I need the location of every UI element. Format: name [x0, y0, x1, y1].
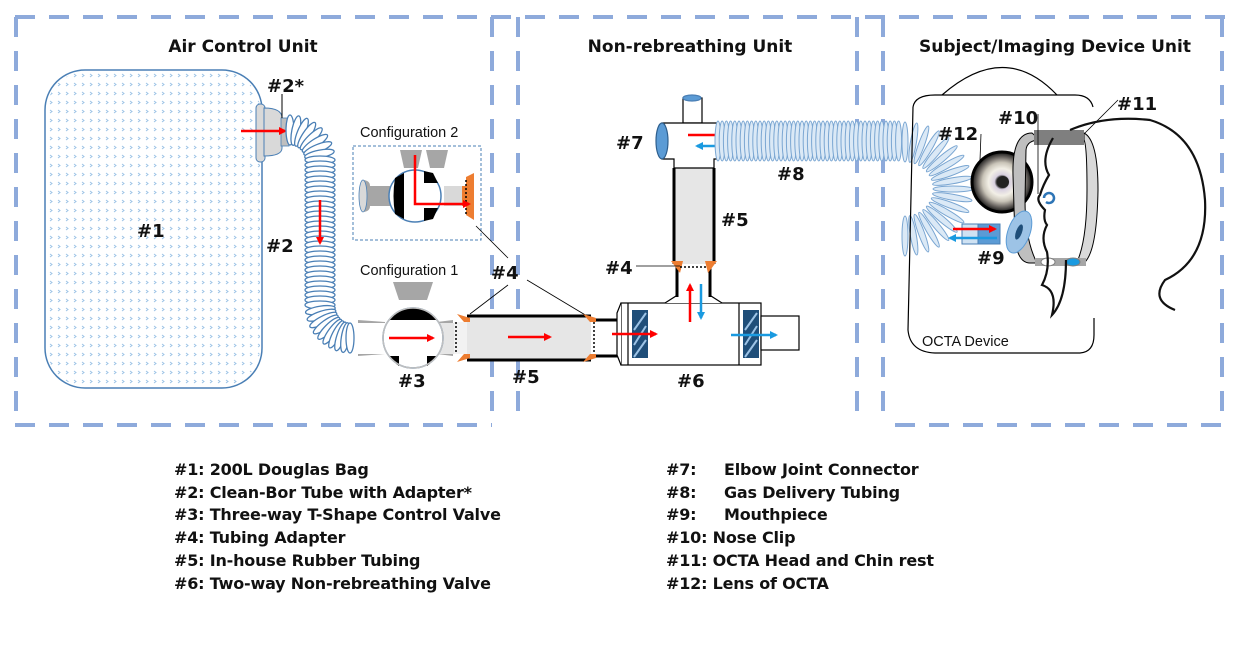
callout-5b: #5 [721, 210, 749, 231]
configuration-2-inset [352, 145, 482, 241]
tube-ring [930, 165, 970, 181]
tube-ring [928, 201, 965, 224]
octa-lens-center [997, 176, 1009, 188]
octa-device [907, 67, 1095, 354]
legend-item: #6: Two-way Non-rebreathing Valve [174, 573, 491, 593]
legend-item: #3: Three-way T-Shape Control Valve [174, 505, 501, 525]
tube-ring [930, 197, 970, 213]
configuration-2-label: Configuration 2 [360, 125, 458, 141]
tube-ring [908, 122, 919, 163]
legend-item: #12: Lens of OCTA [666, 573, 829, 593]
tube-ring [913, 213, 930, 253]
tube-ring [932, 185, 974, 193]
configuration-2-valve [358, 150, 474, 223]
bag-adapter [255, 103, 290, 163]
tube-ring [901, 121, 909, 163]
tube-ring [928, 154, 965, 177]
callout-12: #12 [938, 124, 978, 145]
rubber-tubing-vertical [671, 167, 717, 298]
callout-7: #7 [616, 133, 644, 154]
legend-item: #10: Nose Clip [666, 528, 796, 548]
tube-ring [345, 322, 355, 354]
callout-2: #2 [266, 236, 294, 257]
air-control-unit-title: Air Control Unit [168, 37, 317, 57]
gas-delivery-tubing [714, 120, 974, 257]
clean-bor-tube [285, 114, 355, 354]
callout-4a-leader-1 [475, 225, 509, 259]
callout-8: #8 [777, 164, 805, 185]
tube-ring [932, 192, 973, 203]
callout-11-leader [1083, 99, 1119, 135]
tube-ring [925, 205, 958, 233]
tube-ring [901, 215, 909, 257]
legend-item: #9:Mouthpiece [666, 505, 828, 525]
octa-device-label: OCTA Device [922, 334, 1009, 350]
tube-ring [913, 125, 930, 165]
tube-ring [918, 211, 940, 248]
callout-1: #1 [137, 221, 165, 242]
subject-imaging-unit-title: Subject/Imaging Device Unit [919, 37, 1191, 57]
legend-item: #1: 200L Douglas Bag [174, 460, 369, 479]
elbow-joint-connector [655, 94, 718, 169]
callout-4a-leader-2 [469, 284, 509, 315]
callout-4a-leader-3 [526, 279, 588, 317]
tube-ring [925, 145, 958, 173]
callout-10: #10 [998, 108, 1038, 129]
subject-head-profile [1037, 117, 1207, 319]
callout-2a: #2* [267, 76, 305, 97]
non-rebreathing-valve [616, 295, 800, 366]
legend-left: #1: 200L Douglas Bag #2: Clean-Bor Tube … [174, 459, 501, 595]
callout-3: #3 [398, 371, 426, 392]
legend-item: #2: Clean-Bor Tube with Adapter* [174, 482, 472, 502]
rubber-tubing-horizontal [454, 314, 620, 362]
tube-ring [895, 120, 903, 162]
tube-ring [922, 137, 950, 169]
callout-5a: #5 [512, 367, 540, 388]
non-rebreathing-unit-title: Non-rebreathing Unit [588, 37, 793, 57]
nose-clip [1042, 191, 1056, 205]
legend-item: #8:Gas Delivery Tubing [666, 482, 900, 502]
legend-item: #7:Elbow Joint Connector [666, 460, 919, 479]
legend-item: #5: In-house Rubber Tubing [174, 550, 421, 570]
unit-borders [14, 15, 1225, 427]
configuration-2-flow-arrow [413, 155, 471, 208]
configuration-1-label: Configuration 1 [360, 263, 458, 279]
callout-4b: #4 [605, 258, 633, 279]
callout-4a: #4 [491, 263, 519, 284]
legend-item: #4: Tubing Adapter [174, 528, 346, 548]
legend-right: #7:Elbow Joint Connector #8:Gas Delivery… [666, 459, 934, 595]
callout-11: #11 [1117, 94, 1157, 115]
tube-ring [918, 130, 940, 167]
callout-12-leader [979, 133, 982, 161]
three-way-valve [358, 282, 454, 369]
douglas-bag [44, 69, 263, 389]
callout-6: #6 [677, 371, 705, 392]
callout-9: #9 [977, 248, 1005, 269]
legend-item: #11: OCTA Head and Chin rest [666, 550, 934, 570]
